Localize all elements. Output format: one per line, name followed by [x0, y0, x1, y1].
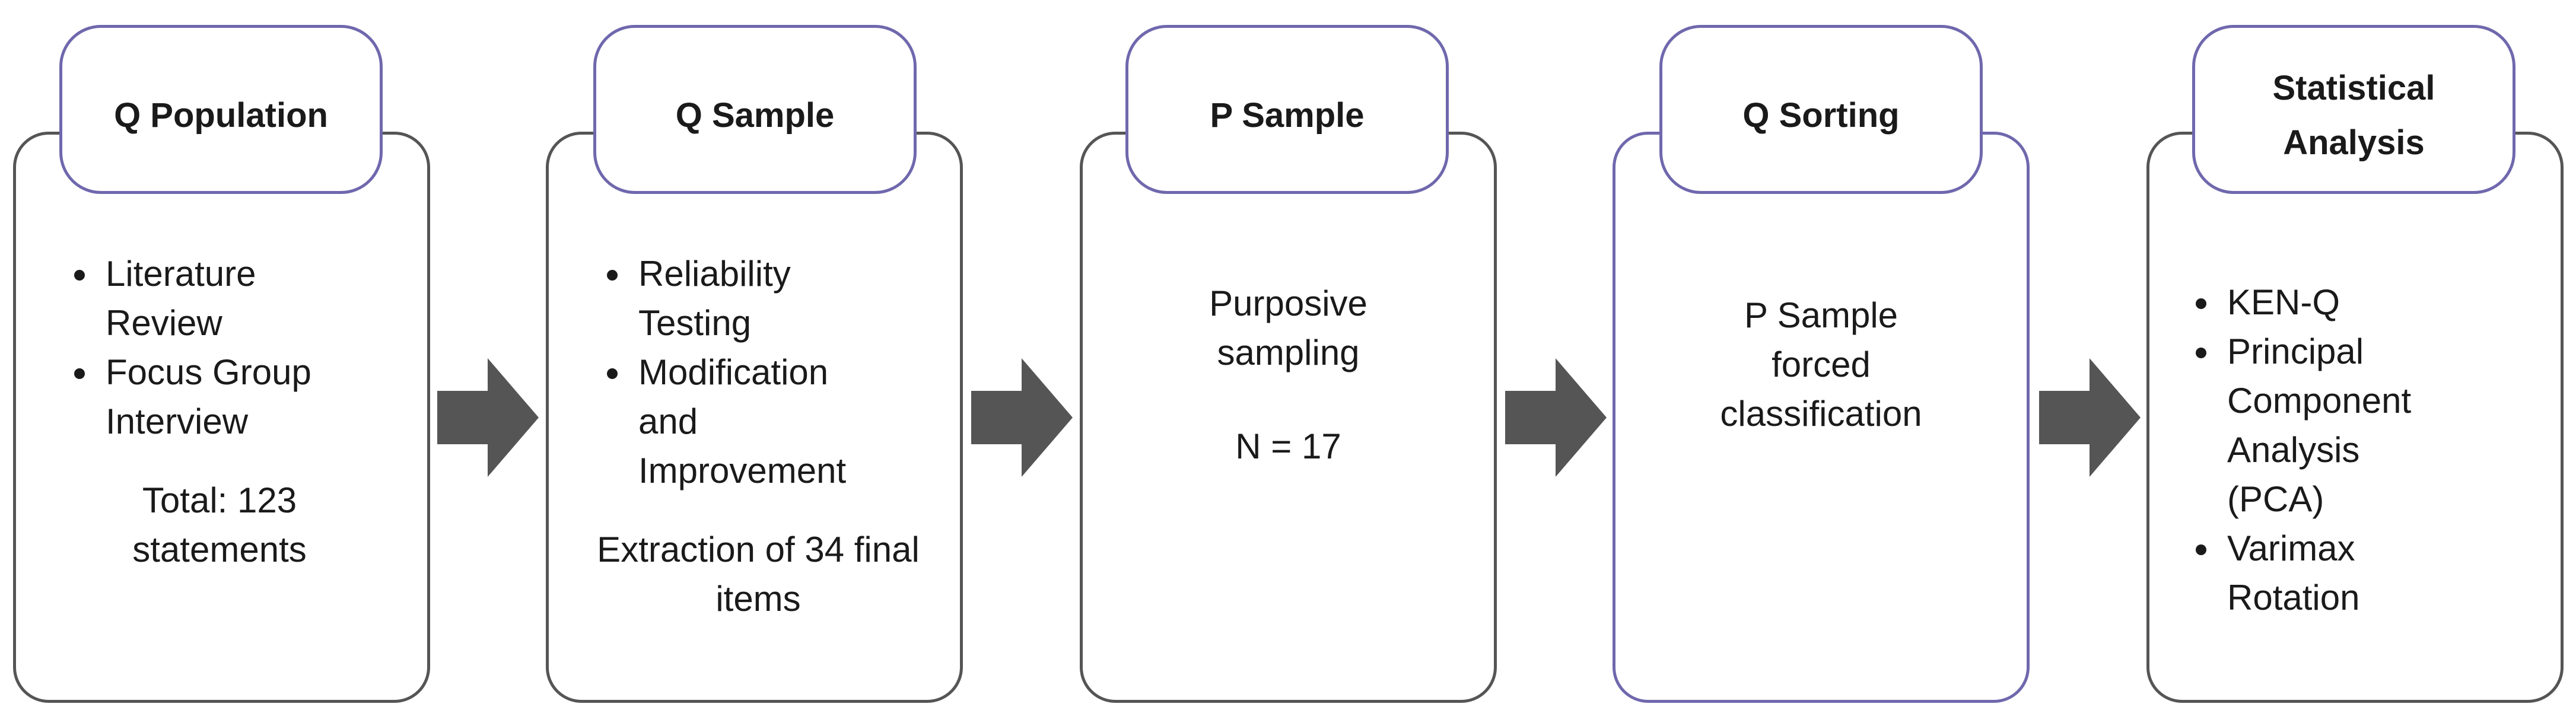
arrow-right-icon: [437, 358, 539, 477]
step-title: Q Sorting: [1742, 95, 1900, 135]
bullet-list: Reliability Testing Modification and Imp…: [568, 249, 948, 495]
step-box-q-sorting: [1613, 132, 2030, 703]
step-content: Literature Review Focus Group Interview …: [36, 249, 415, 574]
step-text: P Sample forced classification: [1720, 295, 1922, 434]
list-item: Reliability Testing: [632, 249, 864, 348]
step-content: KEN-Q Principal Component Analysis (PCA)…: [2157, 278, 2537, 622]
step-box-statistical-analysis: [2146, 132, 2564, 703]
step-box-q-sample: [546, 132, 963, 703]
list-item: Modification and Improvement: [632, 348, 888, 495]
list-item: Principal Component Analysis (PCA): [2221, 327, 2429, 524]
list-item: KEN-Q: [2221, 278, 2537, 327]
bullet-list: KEN-Q Principal Component Analysis (PCA)…: [2157, 278, 2537, 622]
step-box-p-sample: [1080, 132, 1497, 703]
step-header-q-sorting: Q Sorting: [1659, 25, 1983, 194]
arrow-right-icon: [1505, 358, 1607, 477]
step-header-p-sample: P Sample: [1125, 25, 1449, 194]
step-note: Total: 123 statements: [132, 480, 307, 569]
list-item: Focus Group Interview: [100, 348, 355, 446]
step-header-q-sample: Q Sample: [593, 25, 917, 194]
list-item: Literature Review: [100, 249, 331, 348]
step-header-statistical-analysis: Statistical Analysis: [2192, 25, 2515, 194]
arrow-right-icon: [971, 358, 1073, 477]
step-box-q-population: [13, 132, 430, 703]
step-title: Q Population: [114, 95, 328, 135]
bullet-list: Literature Review Focus Group Interview: [36, 249, 415, 446]
step-title: Q Sample: [675, 95, 835, 135]
step-content: P Sample forced classification: [1613, 291, 2030, 438]
step-header-q-population: Q Population: [59, 25, 383, 194]
step-text: Purposive sampling: [1209, 284, 1367, 372]
arrow-right-icon: [2039, 358, 2141, 477]
step-content: Purposive sampling N = 17: [1080, 279, 1497, 471]
step-content: Reliability Testing Modification and Imp…: [568, 249, 948, 623]
step-title: P Sample: [1210, 95, 1365, 135]
step-note: Extraction of 34 final items: [597, 530, 920, 619]
step-note: N = 17: [1235, 426, 1341, 466]
step-title: Statistical Analysis: [2272, 68, 2435, 162]
list-item: Varimax Rotation: [2221, 524, 2405, 622]
